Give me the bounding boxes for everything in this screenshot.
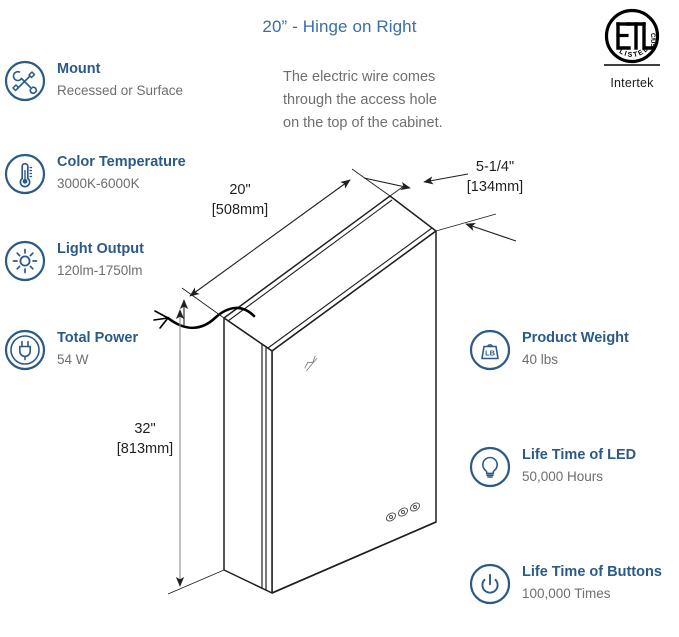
spec-total-power: Total Power 54 W — [3, 328, 138, 372]
spec-button-lifetime-text: Life Time of Buttons 100,000 Times — [522, 562, 662, 603]
spec-mount-text: Mount Recessed or Surface — [57, 59, 183, 100]
dimension-width-inches: 20" — [229, 182, 251, 198]
dimension-depth-inches: 5-1/4" — [475, 159, 515, 175]
etl-company-name: Intertek — [610, 76, 654, 90]
spec-light-output-label: Light Output — [57, 241, 144, 257]
spec-mount: Mount Recessed or Surface — [3, 59, 183, 103]
spec-color-temperature-text: Color Temperature 3000K-6000K — [57, 152, 186, 193]
sun-icon — [3, 239, 47, 283]
wire-note-line-1: The electric wire comes — [283, 69, 436, 85]
dimension-width-mm: [508mm] — [211, 202, 269, 218]
spec-led-lifetime: Life Time of LED 50,000 Hours — [468, 445, 636, 489]
dimension-depth: 5-1/4" [134mm] — [440, 157, 550, 197]
spec-led-lifetime-value: 50,000 Hours — [522, 469, 604, 484]
brand-logo-mark — [304, 355, 318, 372]
spec-button-lifetime-label: Life Time of Buttons — [522, 564, 662, 580]
spec-led-lifetime-label: Life Time of LED — [522, 447, 637, 463]
spec-button-lifetime: Life Time of Buttons 100,000 Times — [468, 562, 662, 606]
bulb-icon — [468, 445, 512, 489]
dimension-height-inches: 32" — [134, 421, 156, 437]
dimension-width: 20" [508mm] — [185, 180, 295, 220]
tools-icon — [3, 59, 47, 103]
spec-total-power-label: Total Power — [57, 330, 139, 346]
wire-note-line-2: through the access hole — [283, 92, 437, 108]
spec-product-weight: LB Product Weight 40 lbs — [468, 328, 629, 372]
spec-light-output-value: 120lm-1750lm — [57, 263, 143, 278]
thermometer-icon — [3, 152, 47, 196]
spec-product-weight-label: Product Weight — [522, 330, 629, 346]
spec-product-weight-value: 40 lbs — [522, 352, 559, 367]
plug-icon — [3, 328, 47, 372]
spec-color-temperature: Color Temperature 3000K-6000K — [3, 152, 186, 196]
spec-product-weight-text: Product Weight 40 lbs — [522, 328, 629, 369]
etl-certification-mark: C/US LISTED Intertek — [596, 8, 668, 90]
spec-color-temperature-value: 3000K-6000K — [57, 176, 140, 191]
dimension-height-mm: [813mm] — [116, 441, 174, 457]
touch-control-buttons — [386, 502, 420, 522]
spec-mount-value: Recessed or Surface — [57, 83, 184, 98]
spec-color-temperature-label: Color Temperature — [57, 154, 186, 170]
page-title: 20” - Hinge on Right — [262, 17, 417, 36]
etl-listed-icon: C/US LISTED — [604, 8, 660, 66]
dimension-depth-mm: [134mm] — [466, 179, 524, 195]
spec-light-output-text: Light Output 120lm-1750lm — [57, 239, 144, 280]
spec-led-lifetime-text: Life Time of LED 50,000 Hours — [522, 445, 636, 486]
wire-note: The electric wire comes through the acce… — [283, 66, 443, 135]
dimension-height: 32" [813mm] — [95, 419, 195, 459]
spec-total-power-text: Total Power 54 W — [57, 328, 138, 369]
weight-icon-badge: LB — [485, 349, 495, 358]
power-button-icon — [468, 562, 512, 606]
weight-icon: LB — [468, 328, 512, 372]
spec-mount-label: Mount — [57, 61, 101, 77]
wire-note-line-3: on the top of the cabinet. — [283, 115, 443, 131]
svg-text:C/US: C/US — [649, 33, 655, 47]
spec-light-output: Light Output 120lm-1750lm — [3, 239, 144, 283]
spec-total-power-value: 54 W — [57, 352, 89, 367]
spec-button-lifetime-value: 100,000 Times — [522, 586, 611, 601]
